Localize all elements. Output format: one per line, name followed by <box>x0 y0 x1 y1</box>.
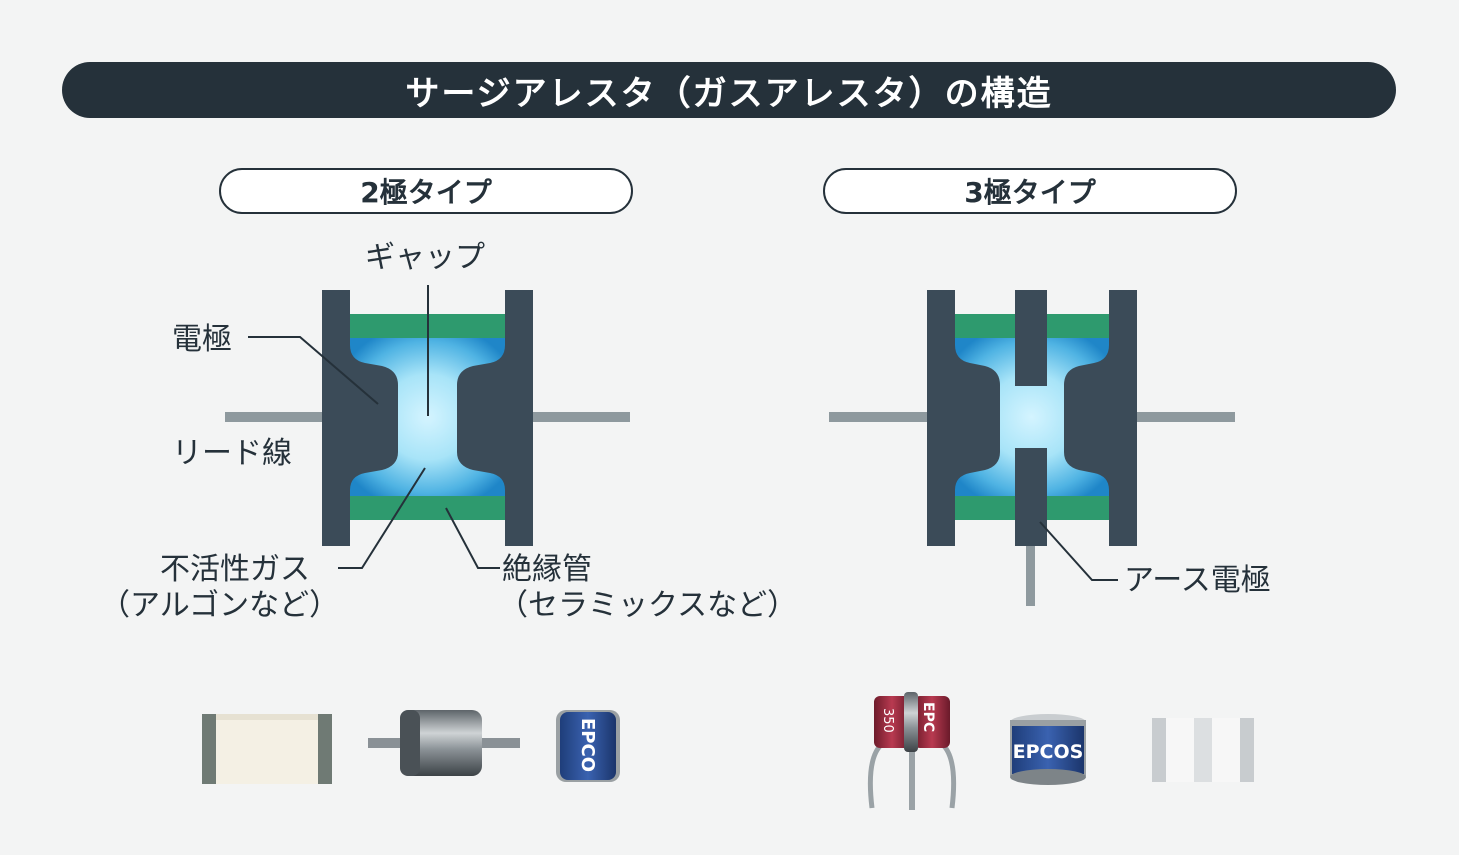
lead-wire-left <box>829 412 929 422</box>
epcos-mark: EPCOS <box>1013 741 1084 763</box>
electrode-leader <box>248 336 379 405</box>
electrode-right <box>1064 290 1137 546</box>
product-axial-2pole <box>368 710 520 776</box>
inert-gas-examples-label: （アルゴンなど） <box>100 588 340 623</box>
three-pole-type-label: 3極タイプ <box>823 168 1237 214</box>
ground-lead-wire <box>1026 540 1035 606</box>
lead-wire-right <box>530 412 630 422</box>
three-pole-structure <box>829 290 1235 606</box>
lead-wire-right <box>1135 412 1235 422</box>
epc-mark: EPC <box>920 702 936 732</box>
ground-electrode-label: アース電極 <box>1124 563 1271 598</box>
ground-electrode-top <box>1015 290 1047 386</box>
two-pole-structure <box>225 285 630 569</box>
product-smd-2pole <box>202 714 332 784</box>
electrode-left <box>927 290 1000 546</box>
epco-mark: EPCO <box>577 718 598 772</box>
gap-label: ギャップ <box>365 240 485 275</box>
insulating-tube-label: 絶縁管 <box>502 552 592 587</box>
insulating-tube-examples-label: （セラミックスなど） <box>498 588 798 623</box>
electrode-label: 電極 <box>172 322 232 357</box>
product-smd-3pole <box>1152 718 1254 782</box>
product-epcos-small: EPCO <box>556 710 620 782</box>
ground-electrode-leader <box>1039 521 1118 581</box>
inert-gas-label: 不活性ガス <box>160 552 310 587</box>
electrode-right <box>457 290 533 546</box>
page-title: サージアレスタ（ガスアレスタ）の構造 <box>62 62 1396 118</box>
lead-wire-left <box>225 412 325 422</box>
350-mark: 350 <box>880 708 895 733</box>
ground-electrode-bottom <box>1015 448 1047 546</box>
product-epcos-3pole: EPCOS <box>1010 714 1086 785</box>
insulating-tube-leader <box>445 507 500 569</box>
lead-wire-label: リード線 <box>172 436 292 471</box>
electrode-left <box>322 290 398 546</box>
product-radial-3pole: 350 EPC <box>867 692 957 810</box>
two-pole-type-label: 2極タイプ <box>219 168 633 214</box>
inert-gas-leader <box>338 467 426 569</box>
insulating-tube-bottom <box>345 494 510 520</box>
